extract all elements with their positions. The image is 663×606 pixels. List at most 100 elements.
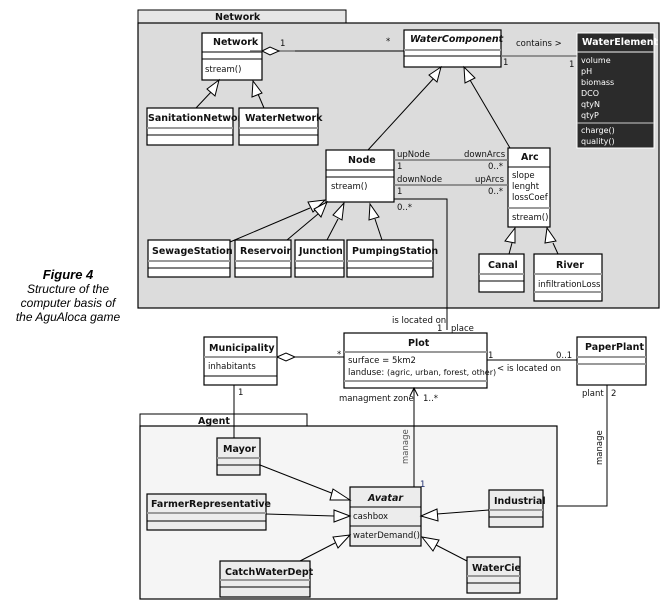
class-canal[interactable]: Canal (478, 253, 525, 293)
multiplicity: 1 (280, 39, 285, 49)
generalization-arrow (333, 509, 352, 523)
role-label: downNode (397, 175, 442, 185)
class-avatar[interactable]: Avatar cashbox waterDemand() (349, 486, 422, 547)
generalization-line (469, 79, 511, 149)
generalization-arrow (428, 65, 442, 83)
role-label: plant (582, 389, 604, 399)
class-industrial[interactable]: Industrial (488, 489, 546, 528)
class-name: WaterComponent (410, 34, 504, 45)
caption-line: the AguAloca game (15, 310, 121, 324)
network-package-label: Network (215, 12, 261, 23)
class-junction[interactable]: Junction (294, 239, 345, 278)
operation: waterDemand() (353, 531, 420, 541)
association-label: manage (595, 430, 605, 465)
paperplant-industrial-association-line (543, 385, 608, 507)
class-municipality[interactable]: Municipality inhabitants (203, 336, 278, 386)
multiplicity: * (337, 350, 341, 360)
landuse-label: landuse: (348, 368, 384, 378)
class-name: Junction (298, 246, 343, 257)
multiplicity: 1 (488, 351, 493, 361)
attribute: lenght (512, 182, 540, 192)
class-sewage-station[interactable]: SewageStation (147, 239, 233, 278)
association-label: < is located on (497, 364, 561, 374)
class-name: PumpingStation (352, 246, 438, 257)
attribute: surface = 5km2 (348, 356, 416, 366)
class-arc[interactable]: Arc slope lenght lossCoef stream() (507, 147, 551, 228)
multiplicity: 1 (420, 480, 425, 490)
class-farmer-representative[interactable]: FarmerRepresentative (146, 493, 271, 531)
attribute: infiltrationLoss (538, 280, 601, 290)
class-water-element[interactable]: WaterElement volume pH biomass DCO qtyN … (576, 32, 659, 149)
caption-line: computer basis of (20, 296, 116, 310)
role-label: upArcs (475, 175, 505, 185)
class-name: PaperPlant (585, 342, 644, 353)
aggregation-diamond (275, 352, 297, 362)
attribute: qtyN (581, 100, 600, 109)
generalization-arrow (332, 201, 345, 221)
generalization-arrow (420, 536, 440, 552)
generalization-line (257, 93, 265, 109)
multiplicity: 1 (503, 58, 508, 68)
multiplicity: 0..1 (556, 351, 572, 361)
operation: quality() (581, 137, 615, 146)
class-name: Canal (488, 260, 518, 271)
figure-title: Figure 4 (42, 267, 94, 282)
attribute: inhabitants (208, 362, 256, 372)
attribute: cashbox (353, 512, 388, 522)
role-label: downArcs (464, 150, 506, 160)
multiplicity: 1 (238, 388, 243, 398)
generalization-arrow (251, 79, 263, 98)
class-water-network[interactable]: WaterNetwork (238, 107, 323, 146)
generalization-arrow (419, 508, 439, 522)
role-label: place (451, 324, 474, 334)
attribute: landuse: (agric, urban, forest, other) (348, 368, 496, 378)
multiplicity: 1 (569, 60, 574, 70)
multiplicity: 2 (611, 389, 616, 399)
multiplicity: * (386, 37, 390, 47)
attribute: volume (581, 56, 611, 65)
operation: charge() (581, 126, 615, 135)
class-mayor[interactable]: Mayor (216, 437, 261, 476)
node-plot-association-line (394, 198, 448, 330)
generalization-arrow (544, 226, 557, 244)
class-node[interactable]: Node stream() (325, 149, 395, 203)
generalization-line (367, 77, 435, 151)
role-label: managment zone (339, 394, 414, 404)
class-name: Node (348, 155, 376, 166)
attribute: slope (512, 171, 535, 181)
operation: stream() (512, 213, 548, 223)
class-name: Municipality (209, 343, 275, 354)
multiplicity: 0..* (488, 187, 503, 197)
class-sanitation-network[interactable]: SanitationNetwork (146, 107, 249, 146)
class-water-component[interactable]: WaterComponent (403, 29, 504, 68)
class-catch-water-dept[interactable]: CatchWaterDept (219, 560, 314, 598)
multiplicity: 1 (397, 162, 402, 172)
class-name: WaterNetwork (245, 113, 323, 124)
class-river[interactable]: River infiltrationLoss (533, 253, 603, 302)
class-paper-plant[interactable]: PaperPlant (576, 336, 647, 386)
generalization-arrow (463, 65, 476, 84)
caption-line: Structure of the (26, 282, 110, 296)
class-name: WaterCie (472, 563, 521, 574)
class-name: SewageStation (152, 246, 233, 257)
multiplicity: 1..* (423, 394, 438, 404)
agent-package-label: Agent (198, 416, 230, 427)
generalization-arrow (206, 78, 220, 97)
multiplicity: 1 (437, 324, 442, 334)
generalization-arrow (329, 488, 352, 501)
class-water-cie[interactable]: WaterCie (466, 556, 521, 594)
class-pumping-station[interactable]: PumpingStation (346, 239, 438, 278)
class-name: WaterElement (582, 37, 659, 48)
class-network[interactable]: Network stream() (201, 32, 263, 81)
class-plot[interactable]: Plot surface = 5km2 landuse: (agric, urb… (343, 332, 496, 389)
aggregation-diamond (260, 46, 281, 56)
class-name: CatchWaterDept (225, 567, 314, 578)
attribute: DCO (581, 89, 599, 98)
generalization-arrow (332, 534, 352, 549)
multiplicity: 1 (397, 187, 402, 197)
landuse-values: (agric, urban, forest, other) (387, 368, 496, 377)
association-label: contains > (516, 39, 562, 49)
class-reservoir[interactable]: Reservoir (234, 239, 292, 278)
figure-caption: Figure 4 Structure of the computer basis… (4, 267, 132, 325)
